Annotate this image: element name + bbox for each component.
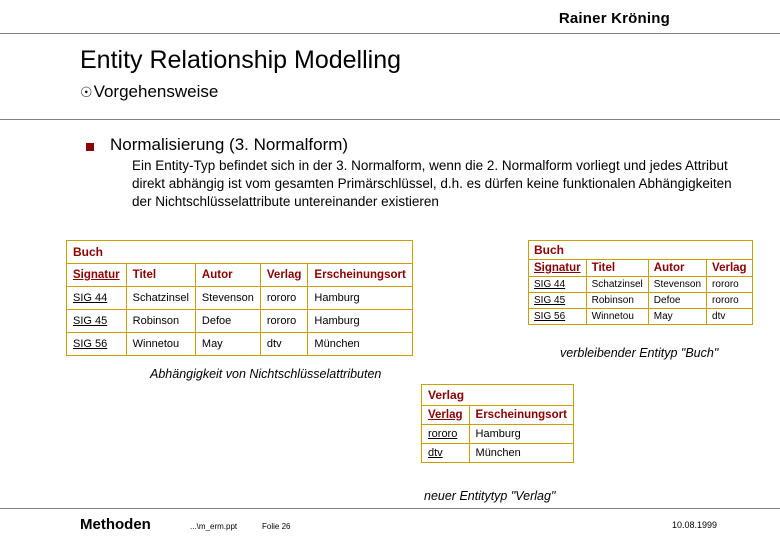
table-buch-reduced: Buch Signatur Titel Autor Verlag SIG 44 … <box>528 240 753 325</box>
footer-filename: ...\m_erm.ppt <box>190 522 238 531</box>
cell-autor: Defoe <box>647 292 708 309</box>
square-bullet-icon <box>86 143 94 151</box>
cell-autor: Stevenson <box>194 286 261 310</box>
table-caption: Buch <box>66 240 413 264</box>
author-name: Rainer Kröning <box>558 10 670 27</box>
column-header-titel: Titel <box>585 259 649 277</box>
section-heading: Normalisierung (3. Normalform) <box>110 135 349 154</box>
column-header-erscheinungsort: Erscheinungsort <box>468 405 574 425</box>
cell-titel: Winnetou <box>125 332 196 356</box>
cell-signatur: SIG 56 <box>66 332 127 356</box>
column-header-signatur: Signatur <box>66 263 127 287</box>
cell-signatur: SIG 44 <box>528 276 587 293</box>
table-header-row: Signatur Titel Autor Verlag Erscheinungs… <box>66 263 413 287</box>
sun-bullet-icon: ☉ <box>80 84 93 100</box>
cell-autor: Stevenson <box>647 276 708 293</box>
table-row: SIG 44 Schatzinsel Stevenson rororo Hamb… <box>66 286 413 310</box>
subtitle-row: ☉ Vorgehensweise <box>80 82 218 102</box>
divider-bottom <box>0 508 780 509</box>
cell-signatur: SIG 56 <box>528 308 587 325</box>
table-caption-row: Verlag <box>421 384 574 406</box>
cell-erscheinungsort: Hamburg <box>307 286 413 310</box>
cell-erscheinungsort: Hamburg <box>307 309 413 333</box>
table-row: SIG 44 Schatzinsel Stevenson rororo <box>528 276 753 293</box>
column-header-signatur: Signatur <box>528 259 587 277</box>
cell-verlag: dtv <box>421 443 470 463</box>
cell-erscheinungsort: Hamburg <box>468 424 574 444</box>
column-header-autor: Autor <box>647 259 708 277</box>
divider-top <box>0 33 780 34</box>
cell-signatur: SIG 44 <box>66 286 127 310</box>
cell-verlag: rororo <box>706 292 753 309</box>
table-caption: Buch <box>528 240 753 260</box>
cell-verlag: dtv <box>259 332 309 356</box>
cell-verlag: rororo <box>259 309 309 333</box>
table-row: dtv München <box>421 443 574 463</box>
column-header-erscheinungsort: Erscheinungsort <box>307 263 413 287</box>
cell-titel: Schatzinsel <box>585 276 649 293</box>
column-header-verlag: Verlag <box>706 259 753 277</box>
table-row: SIG 56 Winnetou May dtv München <box>66 332 413 356</box>
cell-titel: Winnetou <box>585 308 649 325</box>
cell-autor: May <box>647 308 708 325</box>
cell-signatur: SIG 45 <box>66 309 127 333</box>
cell-signatur: SIG 45 <box>528 292 587 309</box>
figure-caption-verlag: neuer Entitytyp "Verlag" <box>424 489 556 503</box>
cell-verlag: rororo <box>706 276 753 293</box>
column-header-verlag: Verlag <box>259 263 309 287</box>
table-caption-row: Buch <box>66 240 413 264</box>
figure-caption-buch: verbleibender Entityp "Buch" <box>560 346 719 360</box>
table-header-row: Verlag Erscheinungsort <box>421 405 574 425</box>
footer-slide-number: Folie 26 <box>262 522 291 531</box>
page-title: Entity Relationship Modelling <box>80 46 402 74</box>
cell-titel: Schatzinsel <box>125 286 196 310</box>
column-header-titel: Titel <box>125 263 196 287</box>
cell-verlag: rororo <box>259 286 309 310</box>
table-caption-row: Buch <box>528 240 753 260</box>
table-row: SIG 56 Winnetou May dtv <box>528 308 753 325</box>
cell-titel: Robinson <box>585 292 649 309</box>
cell-autor: May <box>194 332 261 356</box>
table-header-row: Signatur Titel Autor Verlag <box>528 259 753 277</box>
cell-erscheinungsort: München <box>307 332 413 356</box>
divider-middle <box>0 119 780 120</box>
footer-section: Methoden <box>80 516 151 533</box>
figure-caption-abhaengigkeit: Abhängigkeit von Nichtschlüsselattribute… <box>150 367 382 381</box>
cell-titel: Robinson <box>125 309 196 333</box>
table-buch-full: Buch Signatur Titel Autor Verlag Erschei… <box>66 240 413 356</box>
table-row: SIG 45 Robinson Defoe rororo <box>528 292 753 309</box>
subtitle-label: Vorgehensweise <box>93 82 219 101</box>
table-row: rororo Hamburg <box>421 424 574 444</box>
table-caption: Verlag <box>421 384 574 406</box>
cell-erscheinungsort: München <box>468 443 574 463</box>
column-header-autor: Autor <box>194 263 261 287</box>
table-row: SIG 45 Robinson Defoe rororo Hamburg <box>66 309 413 333</box>
table-verlag: Verlag Verlag Erscheinungsort rororo Ham… <box>421 384 574 463</box>
footer-date: 10.08.1999 <box>671 520 717 530</box>
cell-verlag: rororo <box>421 424 470 444</box>
cell-verlag: dtv <box>706 308 753 325</box>
column-header-verlag: Verlag <box>421 405 470 425</box>
body-paragraph: Ein Entity-Typ befindet sich in der 3. N… <box>132 158 732 209</box>
cell-autor: Defoe <box>194 309 261 333</box>
